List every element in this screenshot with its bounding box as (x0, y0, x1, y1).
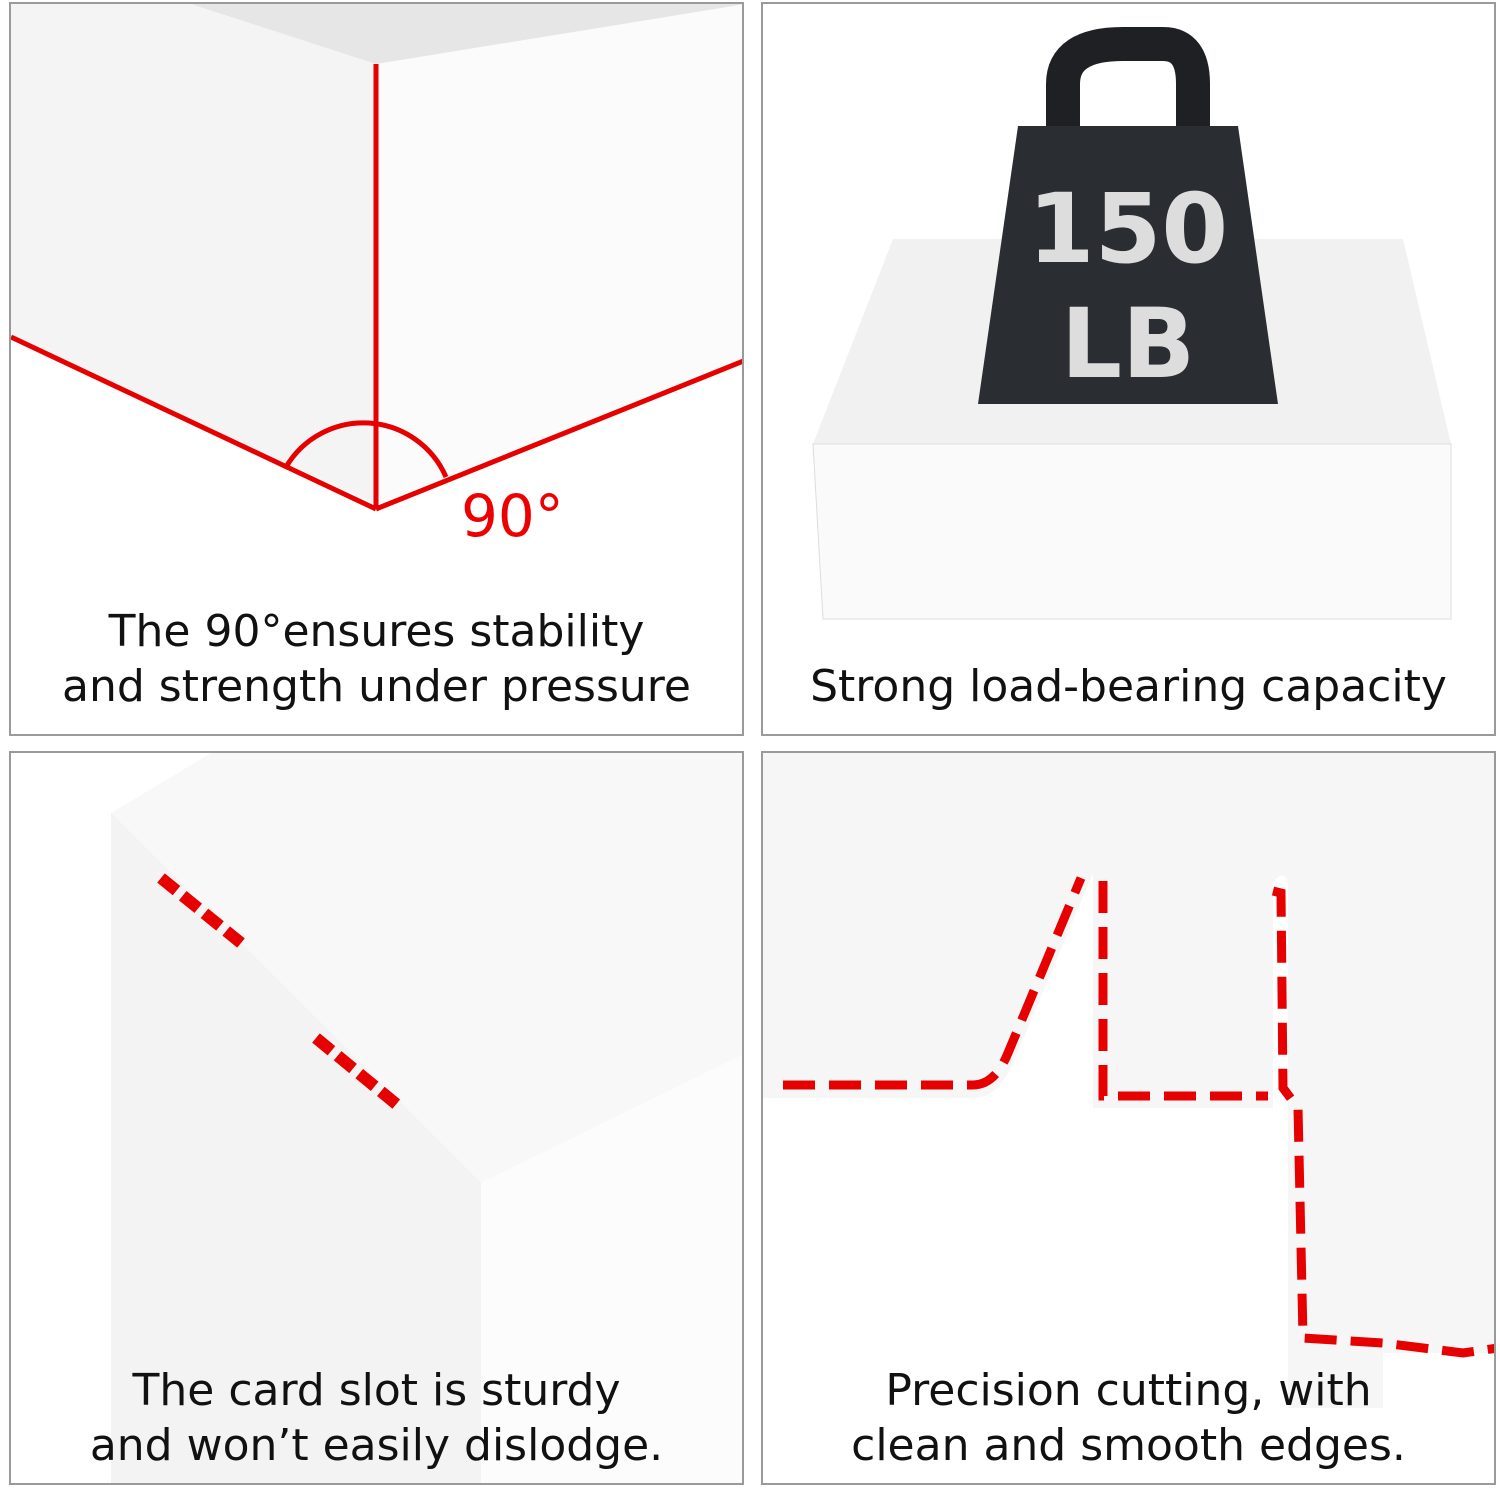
caption-line-1: Precision cutting, with (885, 1365, 1372, 1416)
box-corner-illustration (11, 4, 742, 512)
panel-load-bearing: 150 LB Strong load-bearing capacity (761, 2, 1496, 736)
weight-number: 150 (1027, 173, 1229, 285)
panel-card-slot: The card slot is sturdy and won’t easily… (9, 751, 744, 1485)
cut-edge-illustration (763, 753, 1494, 1483)
caption-line-2: and strength under pressure (62, 661, 691, 712)
box-with-weight-illustration (812, 27, 1452, 620)
angle-label: 90° (461, 482, 564, 550)
caption-line-2: clean and smooth edges. (851, 1420, 1406, 1471)
panel-precision-cutting: Precision cutting, with clean and smooth… (761, 751, 1496, 1485)
caption-line-1: The 90°ensures stability (108, 606, 645, 657)
caption-line-2: and won’t easily dislodge. (89, 1420, 664, 1471)
box-slot-illustration (111, 753, 742, 1483)
panel-right-angle: 90° The 90°ensures stability and strengt… (9, 2, 744, 736)
caption-line-1: Strong load-bearing capacity (810, 661, 1447, 712)
caption-line-1: The card slot is sturdy (132, 1365, 621, 1416)
weight-unit: LB (1060, 288, 1196, 400)
